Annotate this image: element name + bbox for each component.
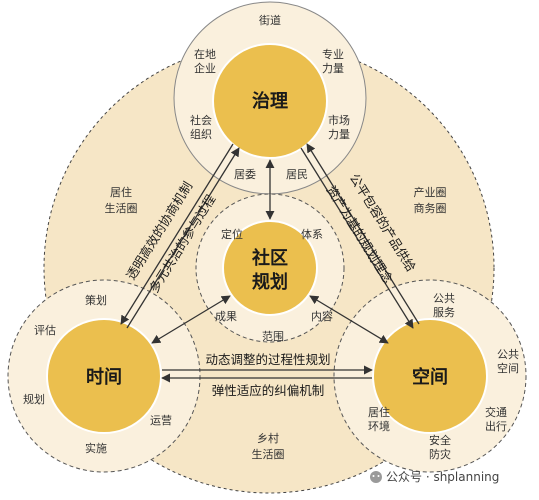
gov-label-topleft-2: 企业 [194,61,216,75]
gov-label-left-2: 组织 [190,127,212,141]
edge-label-bottom-bottom: 弹性适应的纠偏机制 [212,383,325,398]
zone-rural-2: 生活圈 [252,447,285,461]
planning-circle [222,220,318,316]
zone-residential-1: 居住 [110,185,132,199]
planning-title-line2: 规划 [252,271,288,293]
gov-label-top: 街道 [259,13,281,27]
zone-industrial-2: 商务圈 [414,201,447,215]
arrow-planning-space [309,295,389,344]
arrow-governance-space-a [300,147,414,329]
time-label-bottom: 实施 [85,441,107,455]
gov-label-bottomleft: 居委 [234,168,256,181]
space-label-top-1: 公共 [433,292,455,305]
space-label-righttop-1: 公共 [497,348,519,361]
space-label-left-1: 居住 [368,405,390,419]
governance-title: 治理 [252,90,288,112]
gov-label-bottomright: 居民 [286,168,308,181]
arrow-governance-time-b [126,147,240,329]
zone-industrial-1: 产业圈 [414,185,447,199]
zone-rural-1: 乡村 [257,431,279,445]
zone-residential-2: 生活圈 [105,201,138,215]
space-title: 空间 [412,366,448,388]
wechat-icon [370,471,382,483]
space-circle [372,318,488,434]
plan-label-bottom: 范围 [262,329,284,343]
arrow-governance-time-a [120,143,234,325]
watermark-text: 公众号 · shplanning [386,470,499,484]
space-label-left-2: 环境 [368,419,390,433]
space-label-rightbottom-1: 交通 [485,405,507,419]
time-label-leftbottom: 规划 [23,392,45,406]
space-label-righttop-2: 空间 [497,361,519,375]
edge-label-bottom-top: 动态调整的过程性规划 [205,352,330,367]
arrow-governance-space-b [306,143,420,325]
gov-label-right-2: 力量 [328,128,350,141]
time-label-lefttop: 评估 [34,324,56,337]
plan-label-bottomright: 内容 [311,309,333,323]
planning-title-line1: 社区 [252,247,288,269]
space-label-top-2: 服务 [433,306,455,319]
time-label-top: 策划 [85,293,107,307]
gov-label-right-1: 市场 [328,113,350,127]
plan-label-topright: 体系 [301,227,323,241]
arrow-planning-time [151,295,231,344]
plan-label-bottomleft: 成果 [215,310,237,323]
space-label-bottom-2: 防灾 [429,447,451,461]
time-title: 时间 [86,367,122,388]
plan-label-topleft: 定位 [221,227,243,241]
space-label-rightbottom-2: 出行 [485,419,507,433]
gov-label-topright-2: 力量 [322,62,344,75]
gov-label-topleft-1: 在地 [194,48,216,61]
space-label-bottom-1: 安全 [429,433,451,447]
time-circle [46,318,162,434]
gov-label-topright-1: 专业 [322,47,344,61]
time-label-rightbottom: 运营 [150,413,172,427]
watermark: 公众号 · shplanning [370,470,499,484]
gov-label-left-1: 社会 [190,113,212,127]
governance-circle [212,43,328,159]
